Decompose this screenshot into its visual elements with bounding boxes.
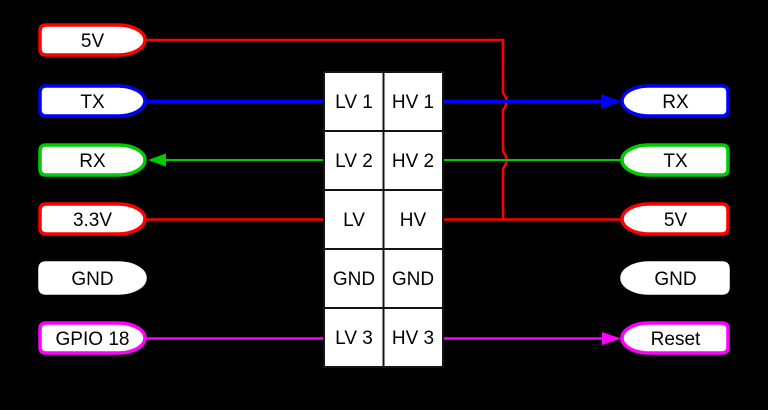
- cell-hv3: [382, 307, 444, 368]
- cell-label-lv2: LV 2: [335, 151, 373, 172]
- pin-left-tx-label: TX: [80, 92, 105, 113]
- cell-label-hv: HV: [400, 210, 427, 231]
- pin-left-5v-label: 5V: [81, 31, 105, 52]
- pin-left-gpio18-label: GPIO 18: [56, 329, 130, 350]
- arrowhead-green-left: [148, 153, 166, 167]
- cell-label-hv1: HV 1: [392, 92, 434, 113]
- cell-label-gnd-left: GND: [333, 269, 375, 290]
- pin-left-rx: [38, 143, 147, 177]
- pin-right-5v-label: 5V: [664, 210, 688, 231]
- right-pin-column: RX TX 5V GND Reset: [620, 84, 730, 355]
- cell-gnd-left: [323, 248, 385, 309]
- cell-label-lv: LV: [343, 210, 365, 231]
- pin-right-gnd: [620, 261, 730, 295]
- cell-lv3: [323, 307, 385, 368]
- arrowhead-magenta-right: [602, 332, 621, 345]
- pin-right-tx: [620, 143, 730, 177]
- cell-label-lv3: LV 3: [335, 328, 373, 349]
- cell-label-hv3: HV 3: [392, 328, 434, 349]
- cell-label-gnd-right: GND: [392, 269, 434, 290]
- pin-right-rx-label: RX: [662, 92, 689, 113]
- wire-5v-to-hv: [145, 38, 508, 220]
- pin-left-3v3-label: 3.3V: [73, 210, 112, 231]
- left-pin-column: 5V TX RX 3.3V GND GPIO 18: [38, 23, 147, 355]
- pin-left-gpio18: [38, 321, 147, 355]
- cell-label-hv2: HV 2: [392, 151, 434, 172]
- pin-right-reset-label: Reset: [651, 329, 701, 350]
- pin-left-rx-label: RX: [79, 151, 106, 172]
- pin-left-gnd-label: GND: [71, 269, 113, 290]
- cell-gnd-right: [382, 248, 444, 309]
- pin-left-3v3: [38, 202, 147, 236]
- pin-right-5v: [620, 202, 730, 236]
- arrowhead-blue-right: [601, 94, 621, 109]
- pin-right-reset: [620, 321, 730, 355]
- pin-left-gnd: [38, 261, 147, 295]
- pin-right-tx-label: TX: [663, 151, 688, 172]
- pin-left-5v: [38, 23, 147, 57]
- pin-left-tx: [38, 84, 147, 118]
- pin-right-rx: [620, 84, 730, 118]
- pin-right-gnd-label: GND: [654, 269, 696, 290]
- cell-label-lv1: LV 1: [335, 92, 373, 113]
- level-shifter-box: LV 1 HV 1 LV 2 HV 2 LV HV GND GND LV 3 H…: [323, 71, 444, 368]
